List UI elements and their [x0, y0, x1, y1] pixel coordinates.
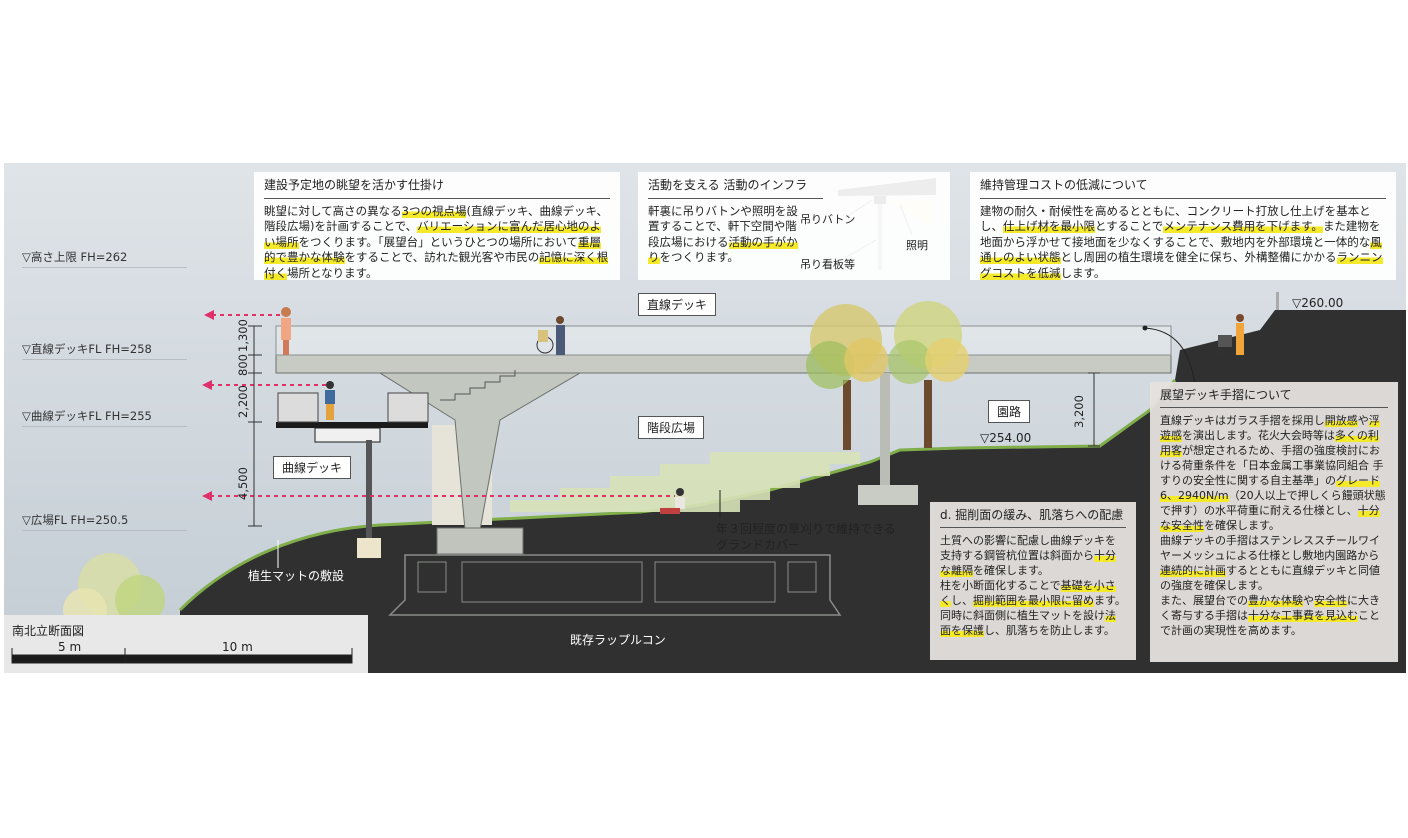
scale-label-5m: 5 m	[58, 640, 82, 654]
elevation-254: ▽254.00	[980, 431, 1032, 445]
stair-seating	[510, 452, 860, 512]
dim-2200: 2,200	[236, 385, 250, 418]
callout-slope: d. 掘削面の緩み、肌落ちへの配慮 土質への影響に配慮し曲線デッキを支持する鋼管…	[930, 502, 1136, 660]
level-height-limit: ▽高さ上限 FH=262	[22, 249, 187, 268]
callout-maintenance: 維持管理コストの低減について 建物の耐久・耐候性を高めるとともに、コンクリート打…	[970, 172, 1396, 280]
callout-maintenance-title: 維持管理コストの低減について	[980, 178, 1386, 199]
sightlines	[210, 314, 675, 497]
callout-slope-title: d. 掘削面の緩み、肌落ちへの配慮	[940, 508, 1126, 528]
callout-handrail-body: 直線デッキはガラス手摺を採用し開放感や浮遊感を演出します。花火大会時等は多くの利…	[1160, 414, 1386, 637]
callout-handrail: 展望デッキ手摺について 直線デッキはガラス手摺を採用し開放感や浮遊感を演出します…	[1150, 382, 1398, 662]
callout-infra-body: 軒裏に吊りバトンや照明を設置することで、軒下空間や階段広場における活動の手がかり…	[648, 203, 798, 264]
callout-view-title: 建設予定地の眺望を活かす仕掛け	[264, 178, 610, 199]
curved-deck-beam	[314, 427, 381, 443]
callout-slope-body: 土質への影響に配慮し曲線デッキを支持する鋼管杭位置は斜面から十分な離隔を確保しま…	[940, 534, 1126, 637]
leader-line	[1144, 327, 1196, 386]
elevation-260: ▽260.00	[1292, 296, 1344, 310]
tree-2	[888, 301, 969, 448]
dim-800: 800	[236, 354, 250, 376]
person-wheelchair	[536, 316, 565, 355]
note-grass-2: グランドカバー	[716, 538, 801, 552]
section-title: 南北立断面図	[12, 624, 85, 638]
person-standing	[281, 307, 291, 355]
tree-1	[806, 304, 888, 450]
callout-infra: 活動を支える 活動のインフラ 軒裏に吊りバトンや照明を設置することで、軒下空間や…	[638, 172, 950, 280]
level-plaza: ▽広場FL FH=250.5	[22, 512, 187, 531]
tag-stair-plaza: 階段広場	[638, 416, 705, 439]
dim-4500: 4,500	[236, 467, 250, 500]
dim-3200: 3,200	[1072, 395, 1086, 428]
callout-handrail-title: 展望デッキ手摺について	[1160, 388, 1388, 408]
tag-garden-path: 園路	[988, 400, 1031, 423]
straight-deck-rail	[275, 325, 1172, 356]
person-child	[325, 381, 335, 420]
deck-stair	[440, 370, 516, 401]
scale-label-10m: 10 m	[222, 640, 253, 654]
footing-right	[858, 485, 918, 505]
dim-1300: 1,300	[236, 319, 250, 352]
straight-deck-slab	[275, 354, 1172, 374]
note-grass-1: 年３回程度の草刈りで維持できる	[716, 522, 896, 536]
tag-curved-deck: 曲線デッキ	[273, 456, 352, 479]
deck-column-right	[880, 373, 890, 485]
tag-straight-deck: 直線デッキ	[638, 293, 717, 316]
level-curved-deck: ▽曲線デッキFL FH=255	[22, 408, 187, 427]
curved-deck-slab	[276, 422, 428, 428]
callout-infra-title: 活動を支える 活動のインフラ	[648, 178, 823, 199]
railing-post	[1276, 292, 1279, 310]
rubble-concrete	[388, 554, 842, 616]
callout-maintenance-body: 建物の耐久・耐候性を高めるとともに、コンクリート打放し仕上げを基本とし、仕上げ材…	[980, 203, 1383, 280]
curved-deck-rail-left	[277, 392, 319, 423]
label-sign: 吊り看板等	[800, 258, 855, 271]
dimension-lines	[248, 325, 1100, 527]
label-baton: 吊りバトン	[800, 213, 856, 226]
person-sitting	[660, 488, 685, 514]
main-foundation	[436, 527, 524, 555]
person-stroller	[1216, 314, 1244, 356]
note-rubble: 既存ラップルコン	[570, 633, 666, 647]
label-light: 照明	[906, 239, 928, 252]
callout-view-body: 眺望に対して高さの異なる3つの視点場(直線デッキ、曲線デッキ、階段広場)を計画す…	[264, 203, 609, 280]
curved-deck-rail-right	[387, 392, 429, 423]
curved-deck-pile	[366, 440, 372, 540]
scale-bar	[11, 648, 353, 664]
level-straight-deck: ▽直線デッキFL FH=258	[22, 341, 187, 360]
note-veg-mat: 植生マットの敷設	[248, 569, 345, 583]
pile-footing	[357, 538, 381, 558]
callout-view: 建設予定地の眺望を活かす仕掛け 眺望に対して高さの異なる3つの視点場(直線デッキ…	[254, 172, 620, 280]
